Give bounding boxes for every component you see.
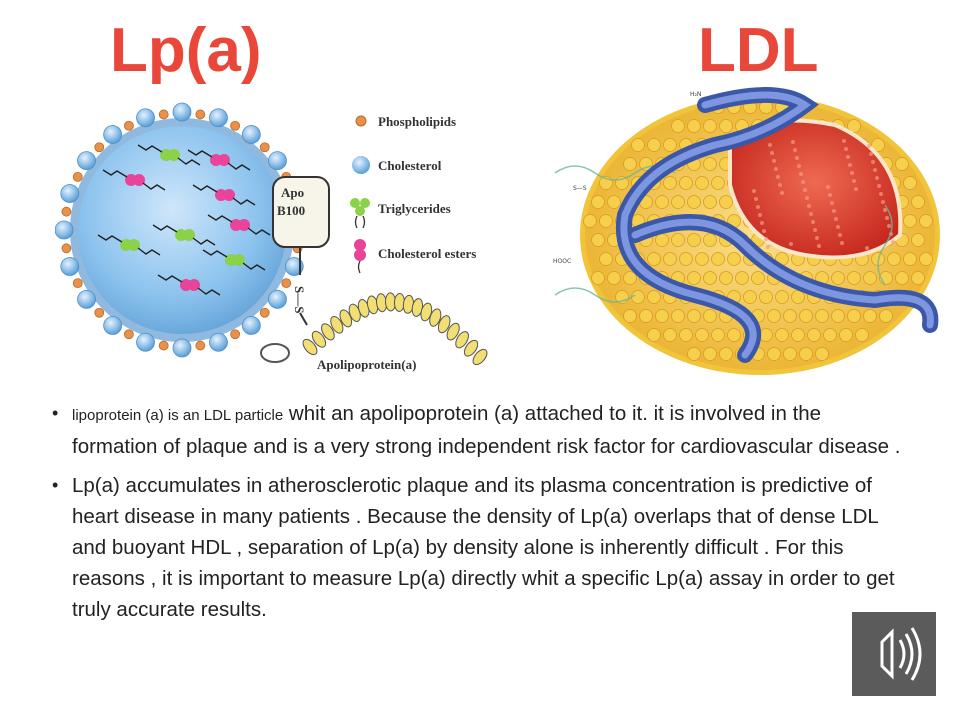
bullet-dot: • — [52, 403, 59, 423]
phospholipid-icon — [355, 115, 367, 127]
ss-bond-label: S—S — [292, 286, 307, 313]
b100-label: B100 — [277, 203, 305, 218]
h2n-label: H₂N — [690, 91, 701, 98]
cholesterol-icon — [352, 156, 370, 174]
legend: Phospholipids Cholesterol Triglycerides … — [350, 114, 476, 274]
legend-cholesterol-esters: Cholesterol esters — [378, 246, 476, 261]
ldl-diagram: H₂N S—S HOOC — [553, 87, 940, 375]
bullet-dot: • — [52, 475, 59, 495]
ldl-title: LDL — [698, 16, 819, 85]
apo-label: Apo — [281, 185, 304, 200]
lpa-diagram: Apo B100 S—S Apolipoprotein(a) Phospholi… — [55, 102, 488, 372]
cholesterol-ester-icon — [354, 239, 366, 274]
bullet-item: • Lp(a) accumulates in atherosclerotic pl… — [50, 470, 910, 625]
bullet-item: • lipoprotein (a) is an LDL particle whit… — [50, 398, 910, 462]
bullet-2-text: Lp(a) accumulates in atherosclerotic pla… — [72, 474, 895, 621]
bullet-1-small-text: lipoprotein (a) is an LDL particle — [72, 407, 284, 424]
apolipoprotein-a-chain — [260, 292, 488, 366]
apolipoprotein-a-label: Apolipoprotein(a) — [317, 357, 416, 372]
lpa-title: Lp(a) — [110, 16, 262, 85]
hooc-label: HOOC — [553, 258, 571, 265]
legend-triglycerides: Triglycerides — [378, 201, 451, 216]
lpa-particle — [55, 102, 310, 358]
legend-phospholipids: Phospholipids — [378, 114, 456, 129]
bullet-list: • lipoprotein (a) is an LDL particle whit… — [50, 398, 910, 633]
bullet-1-text: whit an apolipoprotein (a) attached to i… — [72, 402, 901, 458]
triglyceride-icon — [350, 198, 370, 229]
speaker-button[interactable] — [852, 612, 936, 696]
ss-label: S—S — [573, 185, 587, 192]
legend-cholesterol: Cholesterol — [378, 158, 442, 173]
speaker-icon — [880, 627, 922, 681]
